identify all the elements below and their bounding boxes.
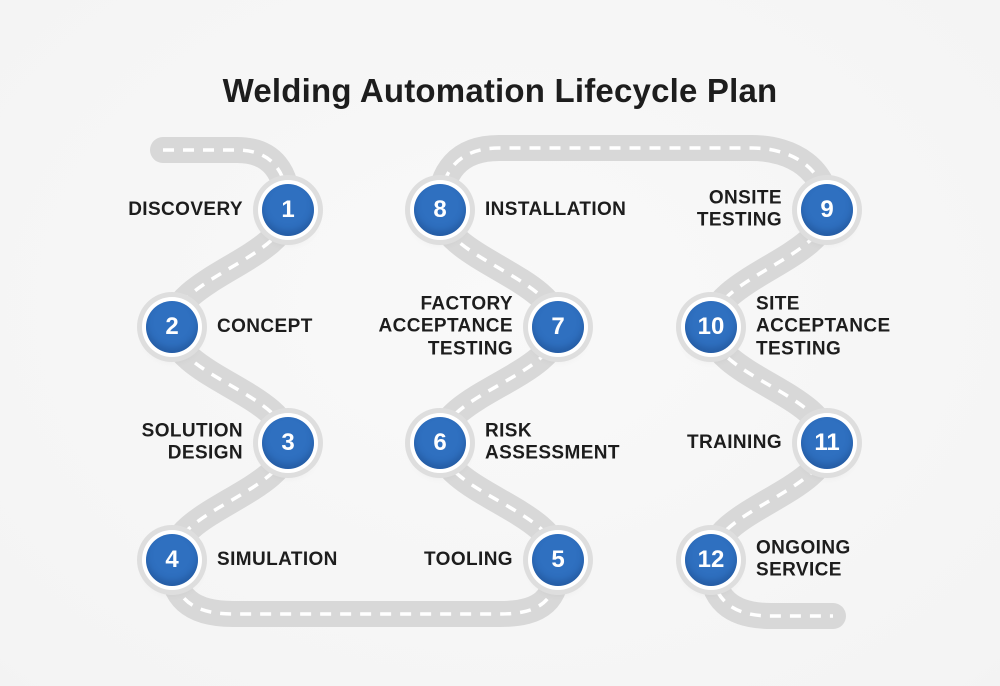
step-node-3: 3 — [262, 417, 314, 469]
step-node-6: 6 — [414, 417, 466, 469]
step-node-4: 4 — [146, 534, 198, 586]
step-label-factory-acceptance-testing: FACTORY ACCEPTANCE TESTING — [378, 293, 513, 360]
step-label-concept: CONCEPT — [217, 315, 313, 337]
step-node-8: 8 — [414, 184, 466, 236]
step-node-11: 11 — [801, 417, 853, 469]
step-number: 1 — [281, 196, 295, 223]
step-number: 12 — [697, 546, 725, 573]
step-node-7: 7 — [532, 301, 584, 353]
step-label-training: TRAINING — [686, 431, 782, 453]
step-node-1: 1 — [262, 184, 314, 236]
step-label-site-acceptance-testing: SITE ACCEPTANCE TESTING — [756, 293, 891, 360]
step-label-risk-assessment: RISK ASSESSMENT — [485, 420, 620, 464]
step-label-installation: INSTALLATION — [485, 198, 627, 220]
step-number: 4 — [165, 546, 179, 573]
step-node-12: 12 — [685, 534, 737, 586]
step-node-9: 9 — [801, 184, 853, 236]
step-node-10: 10 — [685, 301, 737, 353]
step-label-discovery: DISCOVERY — [128, 198, 243, 220]
step-number: 7 — [551, 313, 565, 340]
page-title: Welding Automation Lifecycle Plan — [222, 72, 778, 110]
step-label-onsite-testing: ONSITE TESTING — [696, 187, 782, 231]
step-label-solution-design: SOLUTION DESIGN — [141, 420, 243, 464]
step-number: 3 — [281, 429, 295, 456]
step-number: 10 — [697, 313, 725, 340]
road-center-line — [163, 146, 833, 618]
step-node-2: 2 — [146, 301, 198, 353]
step-number: 2 — [165, 313, 179, 340]
step-number: 11 — [814, 429, 840, 456]
step-label-ongoing-service: ONGOING SERVICE — [756, 537, 851, 581]
step-label-tooling: TOOLING — [423, 548, 513, 570]
step-number: 9 — [820, 196, 834, 223]
step-label-simulation: SIMULATION — [217, 548, 338, 570]
step-number: 6 — [433, 429, 447, 456]
step-number: 8 — [433, 196, 447, 223]
step-number: 5 — [551, 546, 565, 573]
step-node-5: 5 — [532, 534, 584, 586]
